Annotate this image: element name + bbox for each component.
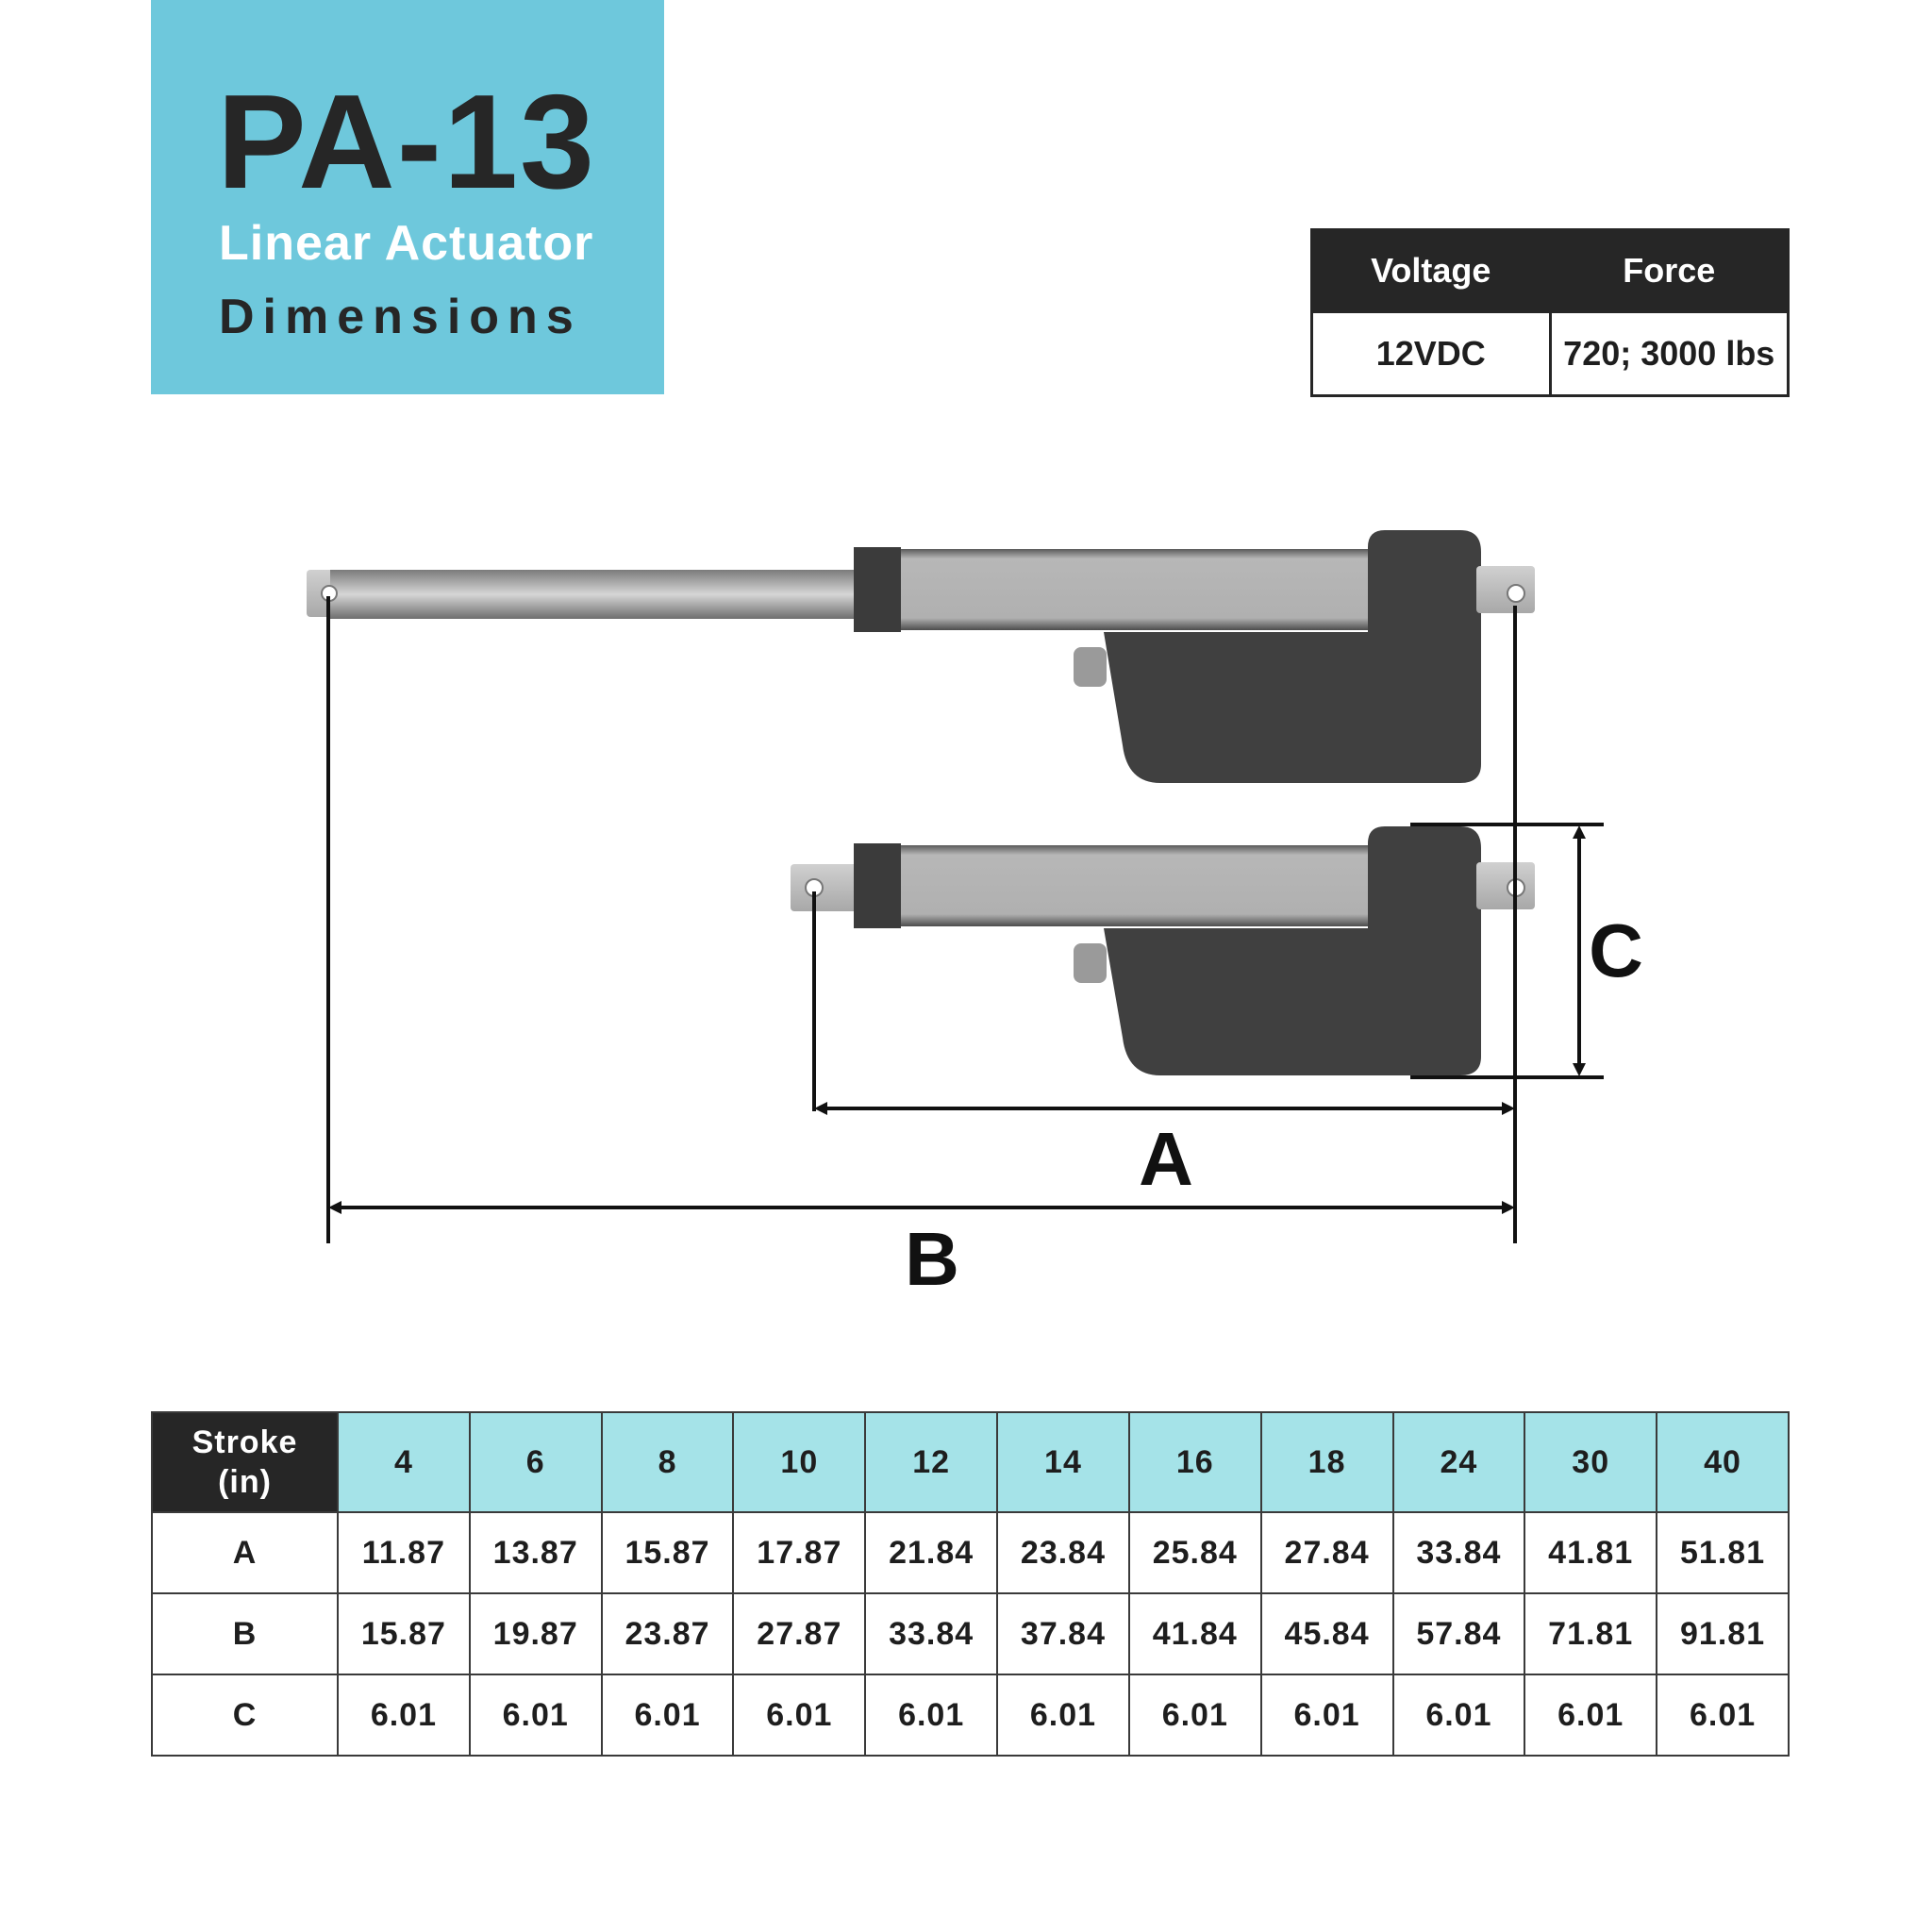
- table-cell: 15.87: [600, 1511, 735, 1594]
- b-right-arrowhead: [1502, 1201, 1515, 1214]
- table-cell: 17.87: [732, 1511, 867, 1594]
- table-cell: 21.84: [864, 1511, 999, 1594]
- dimension-arrows: [328, 825, 1586, 1214]
- table-cell: 6.01: [864, 1674, 999, 1757]
- table-cell: 25.84: [1127, 1511, 1262, 1594]
- a-left-arrowhead: [814, 1102, 827, 1115]
- stroke-6-header: 6: [468, 1411, 603, 1513]
- stroke-header-label: Stroke: [192, 1424, 298, 1460]
- table-cell: 57.84: [1391, 1592, 1526, 1675]
- table-cell: 71.81: [1524, 1592, 1658, 1675]
- title-block: PA-13 Linear Actuator Dimensions: [151, 0, 664, 394]
- b-left-arrowhead: [328, 1201, 341, 1214]
- row-label: A: [151, 1511, 339, 1594]
- voltage-value: 12VDC: [1310, 310, 1552, 397]
- table-cell: 6.01: [1524, 1674, 1658, 1757]
- table-cell: 23.84: [996, 1511, 1130, 1594]
- table-cell: 6.01: [337, 1674, 471, 1757]
- table-cell: 6.01: [996, 1674, 1130, 1757]
- retracted-actuator: [791, 826, 1535, 1075]
- stroke-40-header: 40: [1656, 1411, 1790, 1513]
- stroke-30-header: 30: [1524, 1411, 1658, 1513]
- dimensions-subtitle: Dimensions: [219, 290, 582, 344]
- table-cell: 6.01: [1259, 1674, 1394, 1757]
- table-cell: 23.87: [600, 1592, 735, 1675]
- table-cell: 33.84: [1391, 1511, 1526, 1594]
- motor-nub: [1074, 647, 1107, 687]
- table-cell: 6.01: [1127, 1674, 1262, 1757]
- table-cell: 11.87: [337, 1511, 471, 1594]
- motor-housing: [1104, 826, 1481, 1075]
- stroke-8-header: 8: [600, 1411, 735, 1513]
- rear-hole: [1507, 584, 1525, 603]
- table-cell: 6.01: [1656, 1674, 1790, 1757]
- rear-clevis: [1476, 862, 1535, 909]
- stroke-18-header: 18: [1259, 1411, 1394, 1513]
- stroke-header-unit: (in): [218, 1464, 272, 1500]
- dimension-label-a: A: [1139, 1117, 1193, 1201]
- table-cell: 37.84: [996, 1592, 1130, 1675]
- table-cell: 45.84: [1259, 1592, 1394, 1675]
- stroke-4-header: 4: [337, 1411, 471, 1513]
- table-cell: 27.87: [732, 1592, 867, 1675]
- table-cell: 51.81: [1656, 1511, 1790, 1594]
- table-cell: 13.87: [468, 1511, 603, 1594]
- extension-rod: [330, 570, 858, 619]
- table-cell: 41.84: [1127, 1592, 1262, 1675]
- c-top-arrowhead: [1573, 825, 1586, 839]
- table-cell: 6.01: [600, 1674, 735, 1757]
- table-cell: 6.01: [1391, 1674, 1526, 1757]
- dimension-label-b: B: [905, 1217, 959, 1301]
- rear-clevis: [1476, 566, 1535, 613]
- spec-table: Voltage Force 12VDC 720; 3000 lbs: [1310, 228, 1790, 397]
- stroke-14-header: 14: [996, 1411, 1130, 1513]
- tube-end-cap: [854, 547, 901, 632]
- rod-end-bracket: [791, 864, 858, 911]
- table-cell: 27.84: [1259, 1511, 1394, 1594]
- c-bottom-arrowhead: [1573, 1063, 1586, 1076]
- row-label: C: [151, 1674, 339, 1757]
- product-subtitle: Linear Actuator: [219, 216, 594, 271]
- stroke-24-header: 24: [1391, 1411, 1526, 1513]
- stroke-12-header: 12: [864, 1411, 999, 1513]
- model-title: PA-13: [217, 67, 596, 217]
- row-label: B: [151, 1592, 339, 1675]
- extended-actuator: [307, 530, 1535, 783]
- a-right-arrowhead: [1502, 1102, 1515, 1115]
- dimension-lines: [326, 596, 1604, 1243]
- table-cell: 33.84: [864, 1592, 999, 1675]
- voltage-header: Voltage: [1310, 228, 1552, 313]
- outer-tube: [854, 549, 1373, 630]
- table-cell: 91.81: [1656, 1592, 1790, 1675]
- table-cell: 19.87: [468, 1592, 603, 1675]
- dimension-label-c: C: [1589, 908, 1643, 992]
- stroke-10-header: 10: [732, 1411, 867, 1513]
- force-header: Force: [1548, 228, 1790, 313]
- motor-housing: [1104, 530, 1481, 783]
- outer-tube: [854, 845, 1373, 926]
- stroke-header: Stroke (in): [151, 1411, 339, 1513]
- tube-end-cap: [854, 843, 901, 928]
- force-value: 720; 3000 lbs: [1548, 310, 1790, 397]
- table-cell: 6.01: [468, 1674, 603, 1757]
- stroke-16-header: 16: [1127, 1411, 1262, 1513]
- table-cell: 15.87: [337, 1592, 471, 1675]
- table-cell: 41.81: [1524, 1511, 1658, 1594]
- motor-nub: [1074, 943, 1107, 983]
- table-cell: 6.01: [732, 1674, 867, 1757]
